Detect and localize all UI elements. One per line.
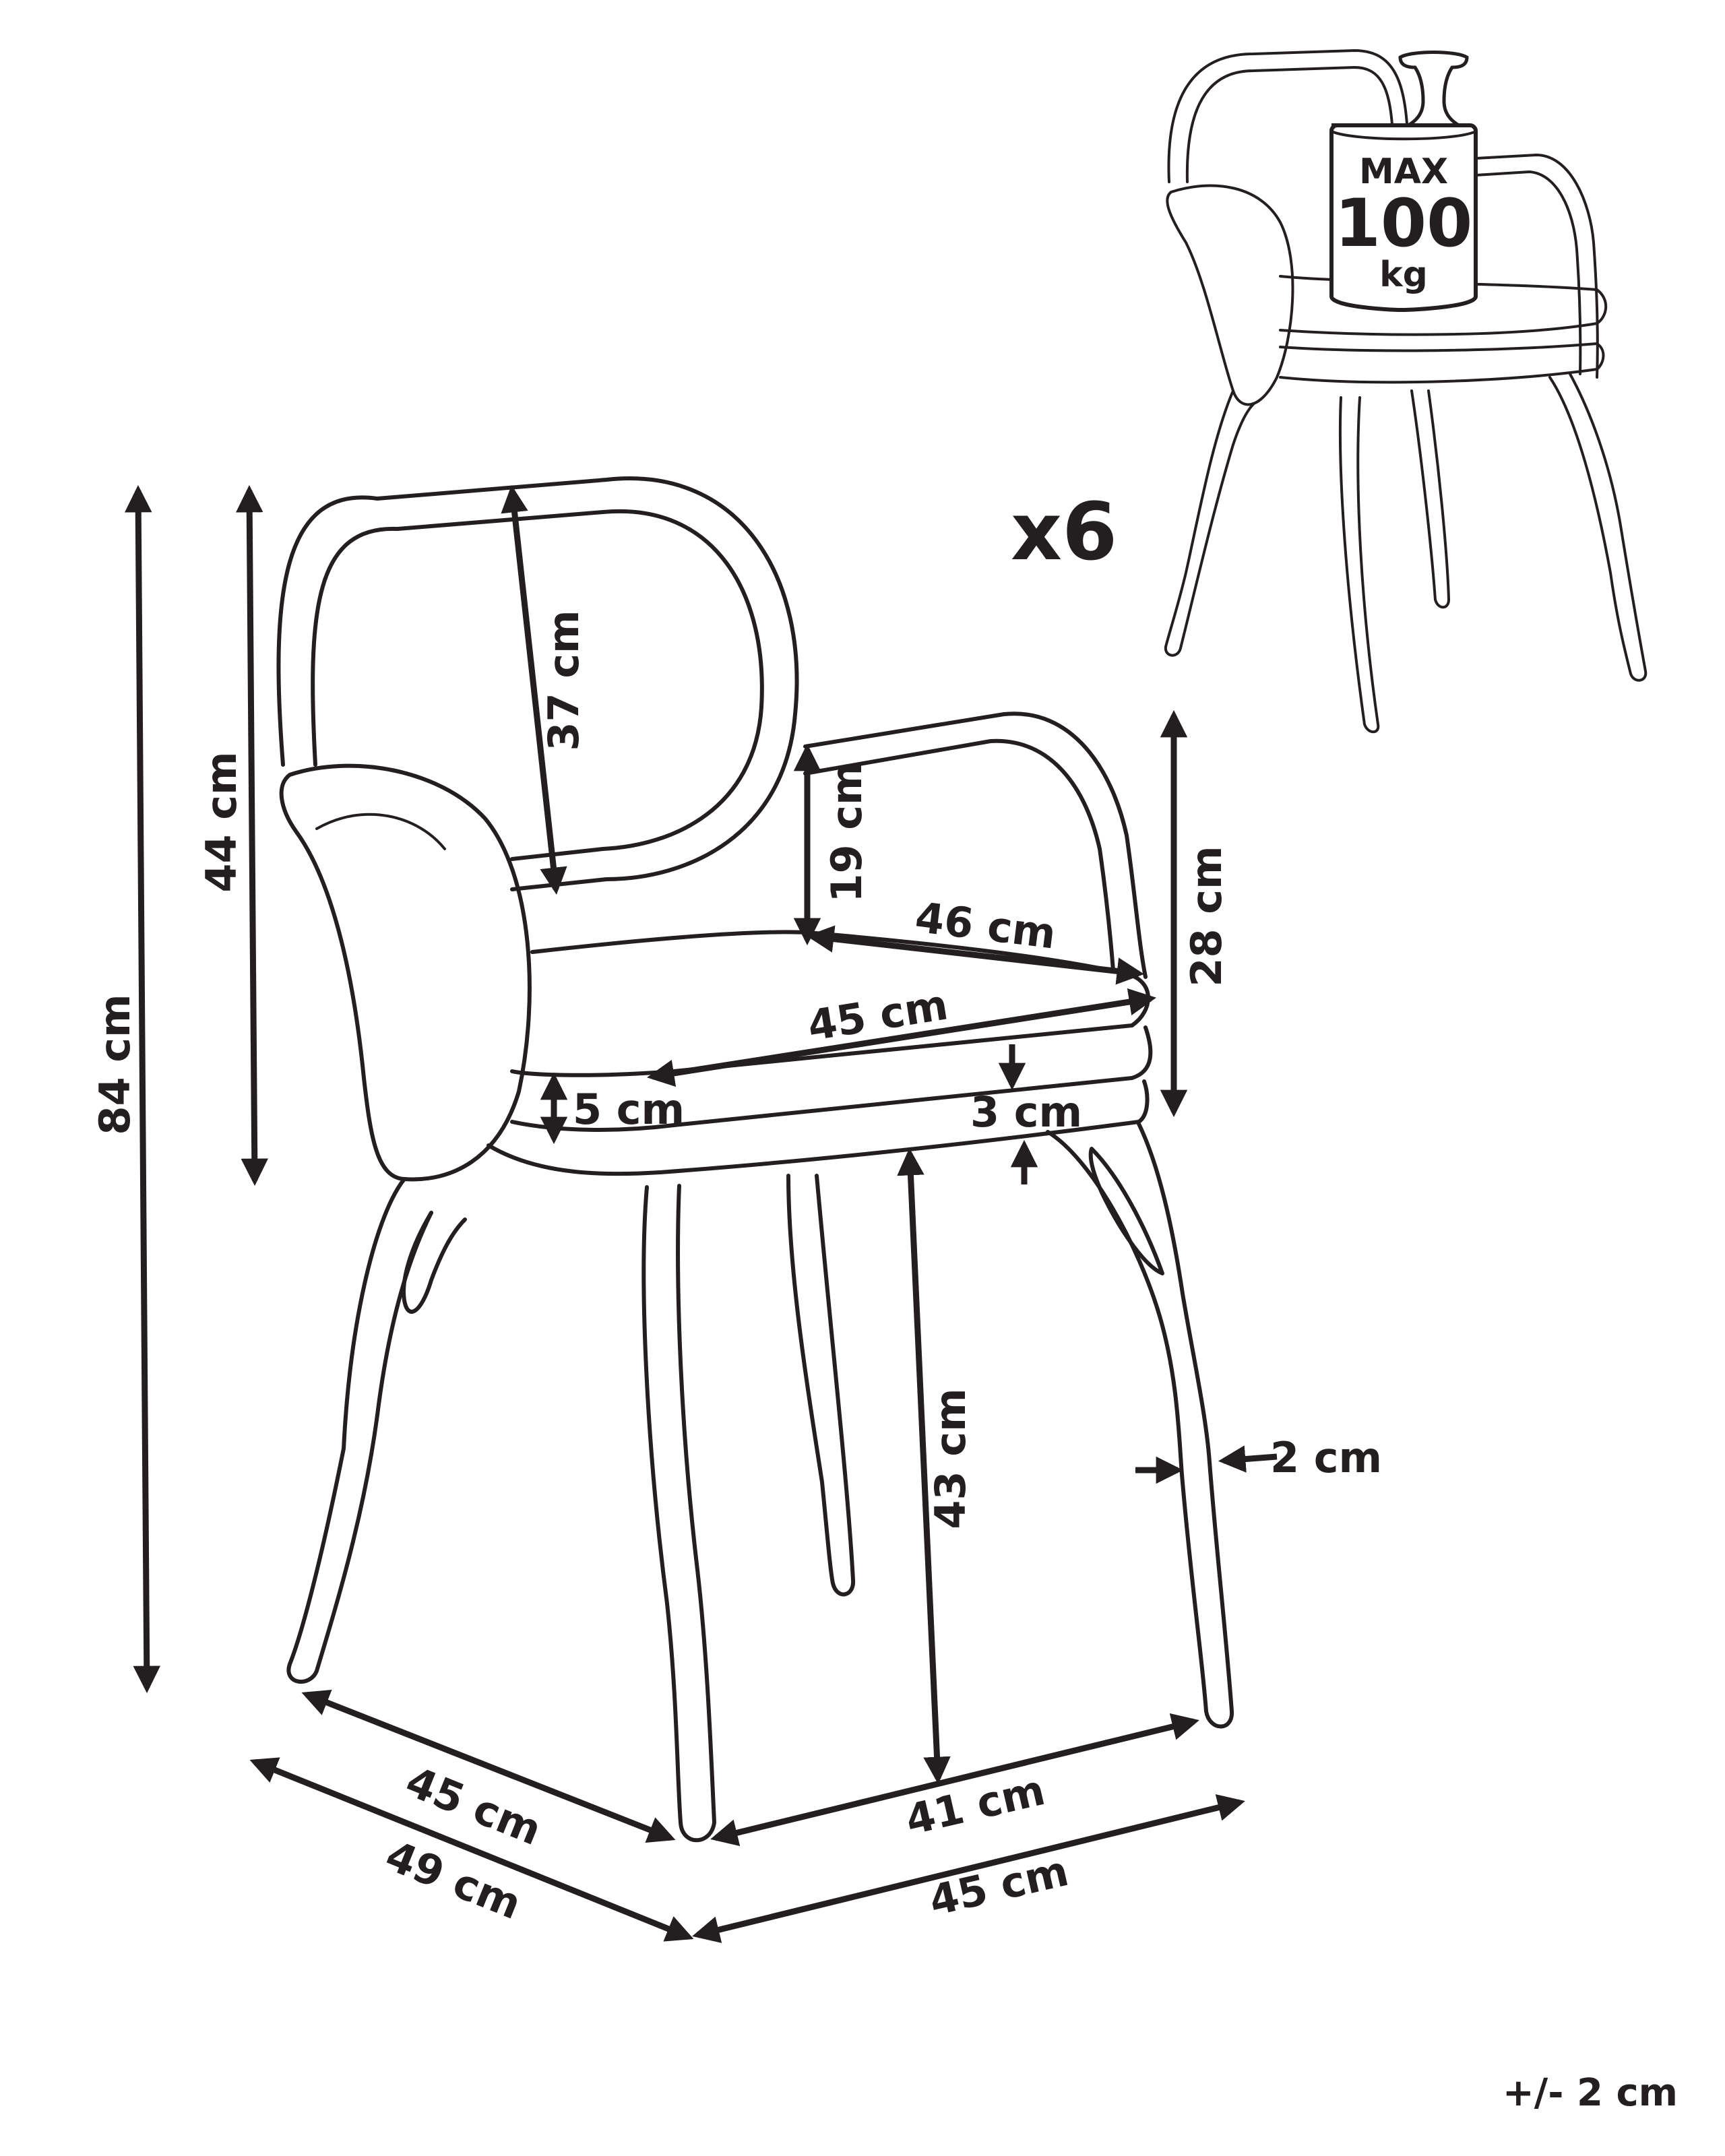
dim-line-back-height — [236, 484, 268, 1186]
ref-leg-left — [1164, 389, 1255, 657]
dim-line-total-width — [692, 1794, 1245, 1943]
ref-leg-right — [1548, 373, 1648, 682]
backrest-inner — [311, 509, 764, 861]
dim-line-seat-height — [897, 1147, 951, 1785]
ref-leg-mid — [1410, 389, 1450, 609]
tolerance-note: +/- 2 cm — [1503, 2071, 1678, 2115]
leg-back-left — [286, 1177, 433, 1684]
label-cushion-thickness: 5 cm — [573, 1085, 685, 1134]
quantity-label: x6 — [1011, 485, 1117, 578]
label-seat-gap: 3 cm — [970, 1087, 1082, 1137]
backrest-outer — [276, 476, 799, 891]
dim-line-seat-width-diag — [806, 925, 1145, 985]
ref-seat-base — [1279, 342, 1605, 384]
leg-front-left — [641, 1184, 716, 1843]
ref-side-panel — [1166, 184, 1294, 406]
reference-chair-drawing — [1164, 49, 1648, 734]
dim-line-backrest-height — [501, 484, 567, 895]
label-leg-thickness: 2 cm — [1270, 1433, 1382, 1482]
main-chair-drawing — [276, 476, 1234, 1843]
ref-leg-front — [1338, 396, 1380, 734]
leg-back-right — [1046, 1122, 1234, 1729]
vase-icon — [1398, 51, 1469, 127]
seat-base — [487, 1079, 1150, 1176]
label-seat-width: 45 cm — [805, 980, 951, 1050]
label-backrest-height: 37 cm — [539, 610, 588, 751]
dim-line-seat-width — [646, 988, 1157, 1087]
max-value: 100 — [1335, 185, 1473, 262]
dimension-lines — [124, 484, 1278, 1943]
leg-back-left-inner — [402, 1211, 467, 1314]
label-back-height: 44 cm — [197, 751, 246, 892]
ref-armrest — [1474, 154, 1599, 379]
leg-back-right-cutout — [1088, 1147, 1164, 1275]
ref-armrest-inner — [1474, 170, 1582, 375]
leg-back-center — [786, 1174, 856, 1597]
max-load-badge: MAX 100 kg — [1329, 51, 1478, 313]
ref-backrest — [1167, 49, 1410, 183]
ref-backrest-inner — [1185, 66, 1395, 183]
label-armrest-height: 28 cm — [1182, 846, 1231, 986]
label-seat-height: 43 cm — [926, 1388, 975, 1529]
weight-block-icon — [1329, 123, 1478, 313]
side-panel — [279, 763, 532, 1182]
dim-line-total-height — [124, 484, 161, 1694]
max-label: MAX — [1359, 152, 1448, 192]
label-total-height: 84 cm — [90, 994, 139, 1135]
dim-line-total-depth — [249, 1757, 694, 1942]
side-panel-seam — [315, 813, 446, 850]
label-armrest-gap: 19 cm — [822, 761, 871, 902]
dim-line-leg-thickness-right — [1218, 1445, 1278, 1473]
label-total-width: 45 cm — [924, 1846, 1073, 1926]
max-unit: kg — [1379, 255, 1428, 295]
